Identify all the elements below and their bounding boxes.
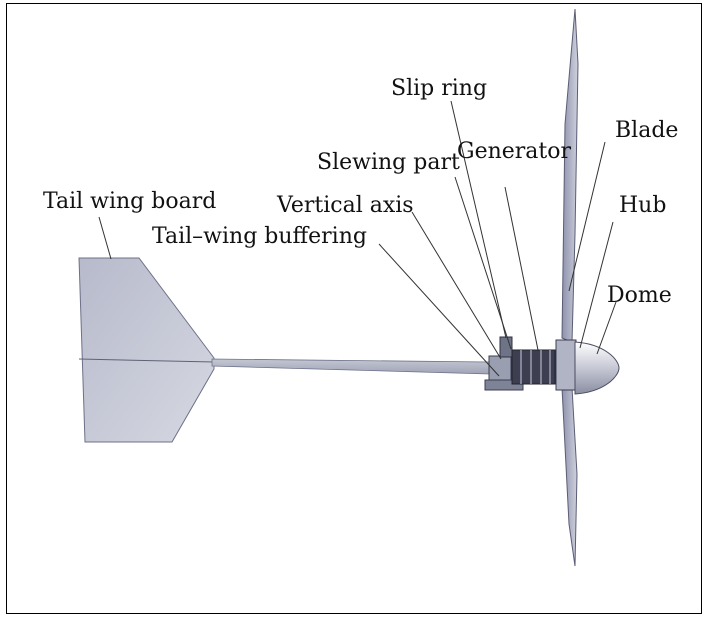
leader-slip-ring	[450, 100, 507, 339]
label-generator: Generator	[457, 139, 572, 164]
lower-blade-shape	[561, 387, 578, 567]
leader-blade	[568, 141, 606, 292]
hub-shape	[555, 339, 577, 391]
label-hub: Hub	[619, 193, 667, 218]
leader-vertical-axis	[411, 211, 502, 360]
leader-tail-wing-board	[98, 216, 112, 260]
label-tail-wing-board: Tail wing board	[43, 189, 217, 214]
label-slip-ring: Slip ring	[391, 76, 488, 101]
label-slewing-part: Slewing part	[317, 150, 460, 175]
mounting-base-shape	[484, 379, 524, 391]
wind-turbine-diagram	[78, 8, 620, 567]
label-blade: Blade	[615, 118, 679, 143]
tail-wing-centerline	[78, 358, 215, 363]
label-vertical-axis: Vertical axis	[277, 193, 414, 218]
tail-boom-shape	[211, 358, 490, 375]
dome-shape	[574, 341, 620, 395]
label-dome: Dome	[607, 283, 672, 308]
leader-hub	[579, 221, 614, 349]
diagram-frame: Slip ring Blade Generator Slewing part T…	[6, 3, 702, 614]
label-tail-wing-buffering: Tail–wing buffering	[152, 224, 367, 249]
leader-tail-wing-buffering	[378, 243, 500, 377]
leader-lines	[98, 100, 617, 377]
generator-shape	[511, 349, 556, 385]
upper-blade-shape	[561, 8, 579, 343]
leader-dome	[596, 301, 617, 355]
tail-wing-board-shape	[78, 257, 215, 443]
leader-generator	[504, 186, 539, 351]
